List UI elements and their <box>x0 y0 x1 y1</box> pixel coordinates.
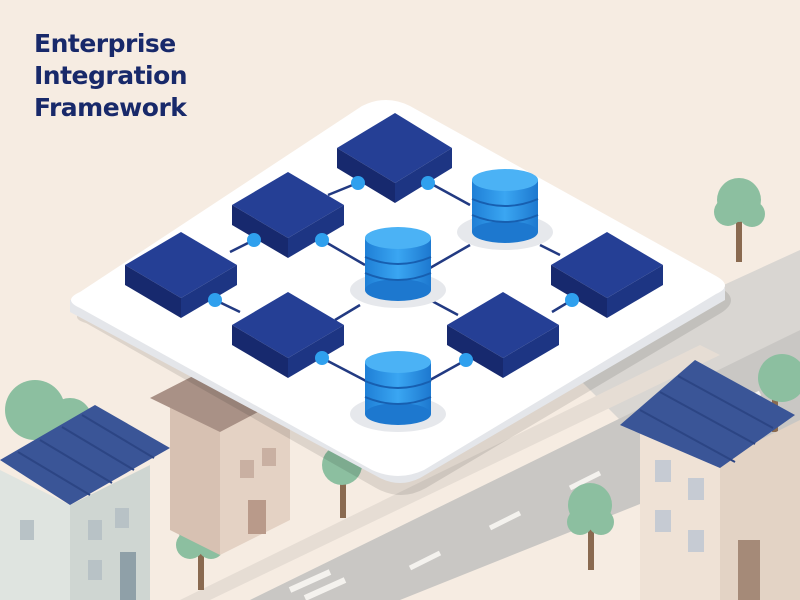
connector-dot <box>565 293 579 307</box>
databases <box>350 169 553 432</box>
connector-dot <box>247 233 261 247</box>
database-center <box>350 227 446 308</box>
road-back <box>560 250 800 420</box>
diagram-title: Enterprise Integration Framework <box>34 28 188 124</box>
service-block-center-right <box>447 292 559 378</box>
database-top-right <box>457 169 553 250</box>
service-block-right <box>551 232 663 318</box>
house-left <box>0 405 170 600</box>
line-db-center-right <box>429 298 459 317</box>
service-block-top <box>337 113 452 203</box>
database-bottom <box>350 351 446 432</box>
line-svc-top-db <box>427 180 471 207</box>
connector-dot <box>459 353 473 367</box>
tree-bottom-right <box>567 483 614 570</box>
sidewalk <box>180 345 720 600</box>
service-blocks <box>125 113 663 378</box>
line-upper-left-db <box>321 238 366 267</box>
connector-dot <box>351 176 365 190</box>
connector-dot <box>208 293 222 307</box>
line-center-left-db-bottom <box>321 356 369 384</box>
tree-right-top <box>714 178 765 262</box>
line-center-left-db <box>334 303 361 322</box>
service-block-center-left <box>232 292 344 378</box>
crosswalk <box>288 569 347 600</box>
title-line-1: Enterprise <box>34 29 176 58</box>
connector-dot <box>315 233 329 247</box>
service-block-upper-left <box>232 172 344 258</box>
line-db-right <box>539 243 561 257</box>
house-right <box>620 360 800 600</box>
title-line-3: Framework <box>34 93 187 122</box>
connector-dot <box>315 351 329 365</box>
title-line-2: Integration <box>34 61 188 90</box>
service-block-left <box>125 232 237 318</box>
connector-dot <box>421 176 435 190</box>
connector-dots <box>208 176 579 367</box>
line-db-db <box>429 243 471 270</box>
